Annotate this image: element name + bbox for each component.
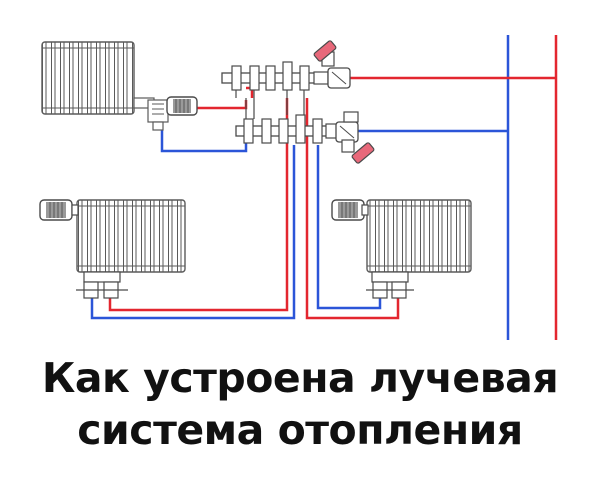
manifold-icon xyxy=(221,61,339,144)
radiator-valve-block-icon xyxy=(366,271,414,299)
caption-line-1: Как устроена лучевая xyxy=(41,354,559,402)
radiator-icon xyxy=(76,199,186,273)
thermostatic-head-icon xyxy=(331,199,369,221)
radiator-icon xyxy=(366,199,472,273)
shutoff-valve-icon xyxy=(313,40,351,89)
thermostatic-head-icon xyxy=(39,199,79,221)
thermostatic-head-icon xyxy=(166,96,198,116)
circuit-pipes xyxy=(90,86,400,320)
riser-pipes xyxy=(506,35,558,340)
radiator-icon xyxy=(41,41,155,115)
radiator-valve-block-icon xyxy=(76,271,128,299)
caption-title: Как устроена лучевая система отопления xyxy=(0,352,600,456)
shutoff-valve-icon xyxy=(335,111,375,164)
manifold-feed-pipes xyxy=(350,76,556,133)
thermostatic-valve-icon xyxy=(147,99,169,131)
heating-diagram xyxy=(39,35,558,340)
caption-line-2: система отопления xyxy=(77,406,523,454)
